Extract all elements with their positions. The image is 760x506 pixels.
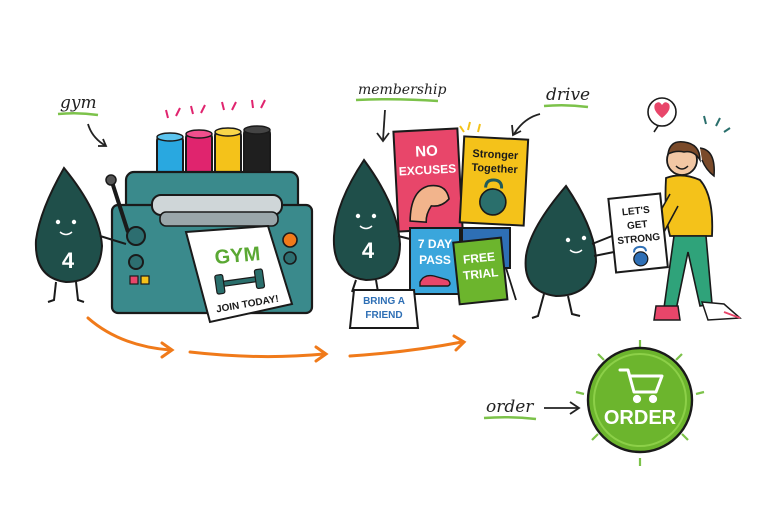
flexing-arm-icon (409, 184, 450, 224)
poster-no-excuses-line-2: EXCUSES (398, 162, 456, 179)
ink-drop-character-3 (524, 184, 615, 319)
poster-stronger-line-2: Together (471, 162, 519, 176)
printing-press: GYM JOIN TODAY! (105, 99, 314, 324)
label-gym-text: gym (60, 93, 97, 113)
poster-no-excuses-line-1: NO (415, 142, 439, 160)
dumbbell-icon (214, 268, 266, 295)
flow-arrow-3 (348, 340, 464, 358)
poster-stronger-line-1: Stronger (472, 148, 519, 162)
poster-title: GYM (214, 243, 261, 269)
sign-line-1: LET'S (621, 205, 650, 219)
order-button-burst (575, 340, 705, 466)
flow-arrow-1-head (160, 341, 175, 359)
label-gym: gym (57, 93, 108, 147)
poster-no-excuses: NO EXCUSES (392, 127, 464, 233)
poster-collage: NO EXCUSES Stronger Together 7 DAY PASS … (348, 121, 530, 329)
kettlebell-icon (479, 178, 507, 216)
flow-arrow-1 (86, 316, 172, 352)
drop-1-number: 4 (62, 248, 75, 273)
shopping-cart-icon (618, 368, 664, 404)
label-order-text: order (486, 397, 534, 417)
ink-drop-character-1: 4 (34, 166, 127, 303)
poster-7-day-pass: 7 DAY PASS (409, 227, 461, 295)
flow-arrows (86, 316, 467, 363)
poster-free-trial-line-2: TRIAL (462, 265, 499, 283)
lets-get-strong-sign: LET'S GET STRONG (607, 192, 669, 274)
printed-poster: GYM JOIN TODAY! (184, 224, 294, 324)
poster-free-trial-line-1: FREE (462, 249, 495, 266)
label-drive: drive (511, 85, 590, 137)
poster-day-pass-line-2: PASS (419, 253, 451, 267)
flow-arrow-2-head (314, 345, 329, 363)
poster-friend-line-2: FRIEND (365, 310, 402, 321)
sneaker-icon (419, 274, 451, 287)
drop-2-number: 4 (362, 238, 375, 263)
flow-arrow-2 (188, 350, 326, 359)
order-button[interactable]: ORDER (575, 340, 705, 466)
printer-lever (110, 181, 130, 233)
flow-arrow-3-head (452, 334, 467, 352)
order-button-label[interactable]: ORDER (604, 407, 677, 429)
sign-line-2: GET (627, 219, 649, 232)
label-drive-text: drive (546, 85, 590, 105)
poster-friend-line-1: BRING A (363, 296, 405, 307)
poster-day-pass-line-1: 7 DAY (418, 237, 452, 251)
sign-line-3: STRONG (617, 232, 661, 247)
heart-icon (647, 97, 677, 133)
poster-stronger-together: Stronger Together (458, 135, 530, 227)
label-membership-text: membership (358, 82, 446, 98)
label-order: order (483, 397, 581, 421)
label-membership: membership (355, 82, 446, 143)
poster-free-trial: FREE TRIAL (452, 236, 509, 306)
kettlebell-icon (633, 245, 649, 267)
label-gym-arrow (87, 123, 107, 147)
poster-bring-a-friend: BRING A FRIEND (348, 289, 420, 329)
